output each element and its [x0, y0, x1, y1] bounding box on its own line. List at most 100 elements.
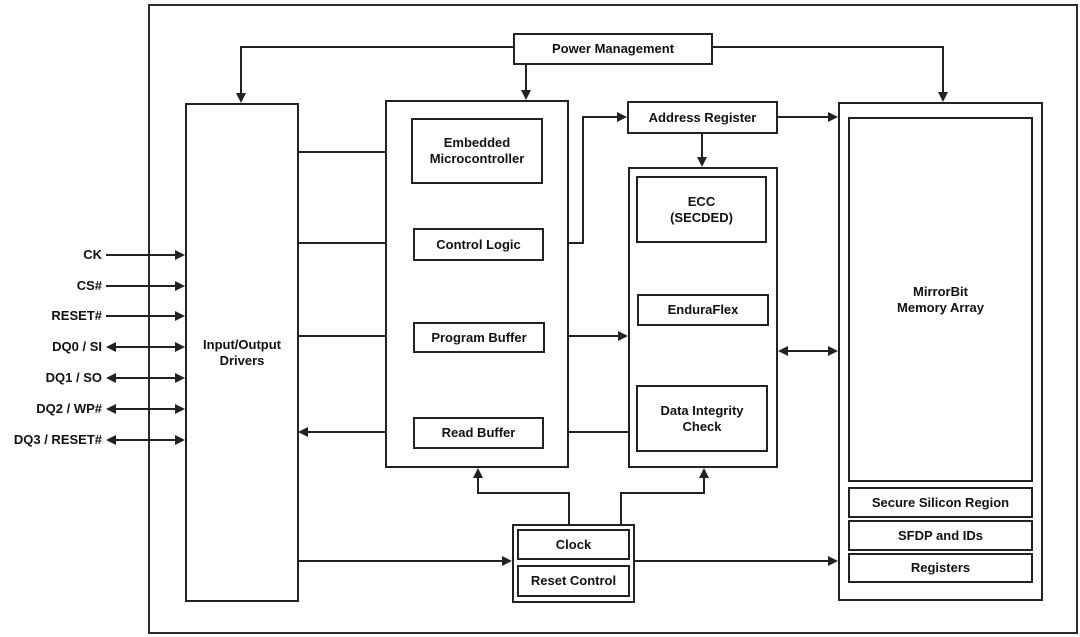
signal-label-dq1-so: DQ1 / SO — [45, 370, 102, 385]
data-integrity-check-label-line2: Check — [682, 418, 722, 434]
arrowhead-right — [828, 112, 838, 122]
control-logic-block: Control Logic — [413, 228, 544, 261]
program-buffer-block: Program Buffer — [413, 322, 545, 353]
arrowhead-right — [618, 331, 628, 341]
arrowhead-left — [298, 427, 308, 437]
signal-line-dq0-si — [114, 346, 177, 348]
arrowhead-right — [175, 281, 185, 291]
secure-silicon-region-block: Secure Silicon Region — [848, 487, 1033, 518]
connector-clock-up-right-v1 — [620, 492, 622, 524]
signal-line-ck — [106, 254, 177, 256]
clock-block: Clock — [517, 529, 630, 560]
control-logic-label: Control Logic — [436, 236, 521, 252]
connector-io-to-emc — [298, 151, 402, 153]
arrowhead-right — [617, 112, 627, 122]
data-integrity-check-label-line1: Data Integrity — [660, 402, 744, 418]
connector-clock-up-left-h — [477, 492, 570, 494]
signal-line-dq2-wp — [114, 408, 177, 410]
registers-label: Registers — [910, 560, 971, 575]
signal-label-dq3-reset: DQ3 / RESET# — [13, 432, 102, 447]
read-buffer-block: Read Buffer — [413, 417, 544, 449]
arrowhead-down — [521, 90, 531, 100]
sfdp-and-ids-label: SFDP and IDs — [897, 527, 983, 543]
io-drivers-label-line1: Input/Output — [203, 336, 281, 352]
signal-label-cs: CS# — [76, 278, 102, 293]
signal-line-cs — [106, 285, 177, 287]
io-drivers-label-line2: Drivers — [219, 352, 265, 368]
connector-pm-to-io-v — [240, 46, 242, 94]
connector-ecc-mem-bidir — [786, 350, 830, 352]
connector-pb-to-ecc — [545, 335, 620, 337]
signal-line-dq3-reset — [114, 439, 177, 441]
address-register-block: Address Register — [627, 101, 778, 134]
mirrorbit-label-line1: MirrorBit — [913, 283, 968, 299]
ecc-block: ECC (SECDED) — [636, 176, 767, 243]
arrowhead-down — [236, 93, 246, 103]
io-drivers-block: Input/Output Drivers — [185, 103, 299, 602]
ecc-label-line1: ECC — [687, 193, 716, 209]
signal-line-reset — [106, 315, 177, 317]
sfdp-and-ids-block: SFDP and IDs — [848, 520, 1033, 551]
arrowhead-down — [938, 92, 948, 102]
arrowhead-right — [175, 250, 185, 260]
embedded-microcontroller-label-line1: Embedded — [443, 135, 511, 150]
arrowhead-left — [778, 346, 788, 356]
embedded-microcontroller-block: Embedded Microcontroller — [411, 118, 543, 184]
connector-pm-to-io-h — [241, 46, 513, 48]
arrowhead-up — [699, 468, 709, 478]
mirrorbit-label-line2: Memory Array — [897, 299, 984, 315]
arrowhead-right — [175, 342, 185, 352]
arrowhead-left — [106, 373, 116, 383]
connector-cl-to-ar-v — [582, 116, 584, 244]
connector-pm-to-mem-v — [942, 46, 944, 93]
arrowhead-right — [175, 373, 185, 383]
power-management-block: Power Management — [513, 33, 713, 65]
power-management-label: Power Management — [551, 41, 675, 56]
connector-clock-up-left-v1 — [568, 492, 570, 524]
embedded-microcontroller-label-line2: Microcontroller — [429, 151, 525, 166]
enduraflex-block: EnduraFlex — [637, 294, 769, 326]
arrowhead-up — [473, 468, 483, 478]
secure-silicon-region-label: Secure Silicon Region — [871, 494, 1010, 510]
connector-pm-to-logic-v — [525, 65, 527, 91]
read-buffer-label: Read Buffer — [441, 425, 516, 440]
arrowhead-right — [175, 404, 185, 414]
data-integrity-check-block: Data Integrity Check — [636, 385, 768, 452]
reset-control-label: Reset Control — [530, 573, 617, 588]
arrowhead-down — [697, 157, 707, 167]
mirrorbit-memory-array-block: MirrorBit Memory Array — [848, 117, 1033, 482]
connector-pm-to-mem-h — [713, 46, 944, 48]
registers-block: Registers — [848, 553, 1033, 583]
program-buffer-label: Program Buffer — [431, 329, 527, 345]
connector-clock-up-right-v2 — [703, 477, 705, 494]
connector-clock-up-right-h — [620, 492, 705, 494]
arrowhead-right — [502, 556, 512, 566]
connector-cl-to-ar-h2 — [582, 116, 619, 118]
connector-ar-to-mem — [778, 116, 830, 118]
signal-label-dq2-wp: DQ2 / WP# — [36, 401, 102, 416]
arrowhead-right — [828, 556, 838, 566]
signal-line-dq1-so — [114, 377, 177, 379]
arrowhead-left — [106, 342, 116, 352]
connector-io-to-clock — [298, 560, 504, 562]
arrowhead-left — [106, 435, 116, 445]
arrowhead-right — [828, 346, 838, 356]
reset-control-block: Reset Control — [517, 565, 630, 597]
clock-label: Clock — [555, 536, 592, 552]
connector-ar-to-ecc — [701, 134, 703, 159]
address-register-label: Address Register — [648, 109, 757, 125]
signal-label-dq0-si: DQ0 / SI — [52, 339, 102, 354]
ecc-label-line2: (SECDED) — [670, 209, 733, 225]
connector-clock-to-mem — [635, 560, 830, 562]
signal-label-reset: RESET# — [51, 308, 102, 323]
connector-clock-up-left-v2 — [477, 477, 479, 494]
arrowhead-right — [175, 435, 185, 445]
arrowhead-left — [106, 404, 116, 414]
signal-label-ck: CK — [83, 247, 102, 262]
connector-read-buffer-to-io — [308, 431, 413, 433]
chip-outline — [148, 4, 1078, 634]
arrowhead-right — [175, 311, 185, 321]
enduraflex-label: EnduraFlex — [667, 302, 739, 317]
connector-ecc-to-read-buffer — [554, 431, 628, 433]
